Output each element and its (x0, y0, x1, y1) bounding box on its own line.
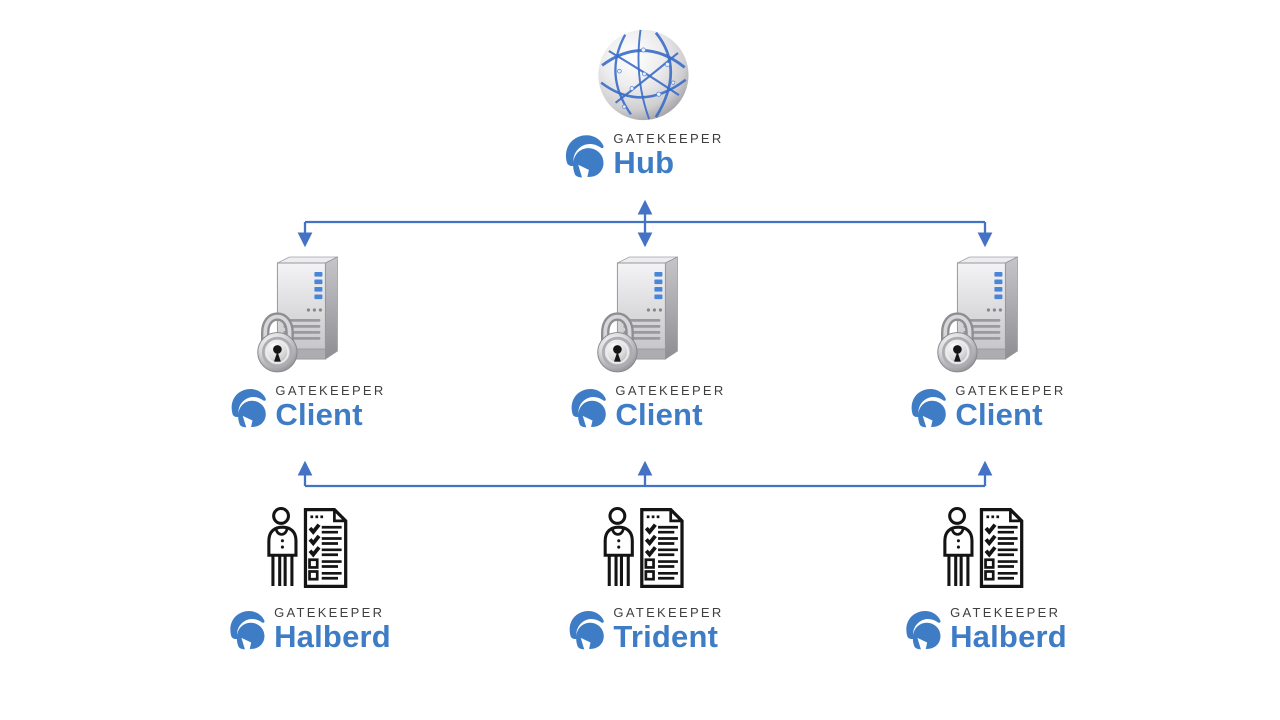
product-name: Halberd (274, 619, 391, 654)
spartan-helmet-icon (231, 389, 266, 428)
locked-server-icon (936, 253, 1035, 373)
locked-server-icon (596, 253, 695, 373)
client-node-left: GATEKEEPER Client (228, 253, 385, 431)
endpoint-node-left: GATEKEEPER Halberd (227, 504, 391, 653)
endpoint-node-right: GATEKEEPER Halberd (903, 504, 1067, 653)
product-name: Trident (613, 619, 719, 654)
padlock-icon (256, 312, 298, 373)
brand-text: GATEKEEPER (950, 605, 1061, 620)
gatekeeper-client-logo: GATEKEEPER Client (908, 383, 1065, 431)
spartan-helmet-icon (911, 389, 946, 428)
user-checklist-icon (943, 506, 1024, 589)
gatekeeper-halberd-logo: GATEKEEPER Halberd (903, 605, 1067, 653)
brand-text: GATEKEEPER (955, 383, 1066, 398)
spartan-helmet-icon (906, 611, 941, 650)
user-checklist-icon (603, 506, 684, 589)
brand-text: GATEKEEPER (613, 131, 724, 146)
endpoint-client-connector (297, 460, 993, 488)
padlock-icon (936, 312, 978, 373)
product-name: Halberd (950, 619, 1067, 654)
gatekeeper-trident-logo: GATEKEEPER Trident (566, 605, 723, 653)
hub-node: GATEKEEPER Hub (562, 27, 723, 179)
spartan-helmet-icon (230, 611, 265, 650)
spartan-helmet-icon (569, 611, 604, 650)
gatekeeper-client-logo: GATEKEEPER Client (228, 383, 385, 431)
server-icon (276, 256, 338, 360)
spartan-helmet-icon (565, 135, 604, 178)
brand-text: GATEKEEPER (613, 605, 724, 620)
endpoint-node-center: GATEKEEPER Trident (566, 504, 723, 653)
gatekeeper-client-logo: GATEKEEPER Client (568, 383, 725, 431)
product-name: Hub (613, 145, 675, 180)
product-name: Client (275, 397, 363, 432)
product-name: Client (955, 397, 1043, 432)
padlock-icon (596, 312, 638, 373)
brand-text: GATEKEEPER (274, 605, 385, 620)
hub-client-connector (297, 199, 993, 248)
globe-network-icon (597, 29, 689, 121)
brand-text: GATEKEEPER (275, 383, 386, 398)
spartan-helmet-icon (571, 389, 606, 428)
gatekeeper-halberd-logo: GATEKEEPER Halberd (227, 605, 391, 653)
brand-text: GATEKEEPER (615, 383, 726, 398)
user-checklist-icon (267, 506, 348, 589)
locked-server-icon (256, 253, 355, 373)
client-node-right: GATEKEEPER Client (908, 253, 1065, 431)
product-name: Client (615, 397, 703, 432)
client-node-center: GATEKEEPER Client (568, 253, 725, 431)
gatekeeper-hub-logo: GATEKEEPER Hub (562, 131, 723, 179)
